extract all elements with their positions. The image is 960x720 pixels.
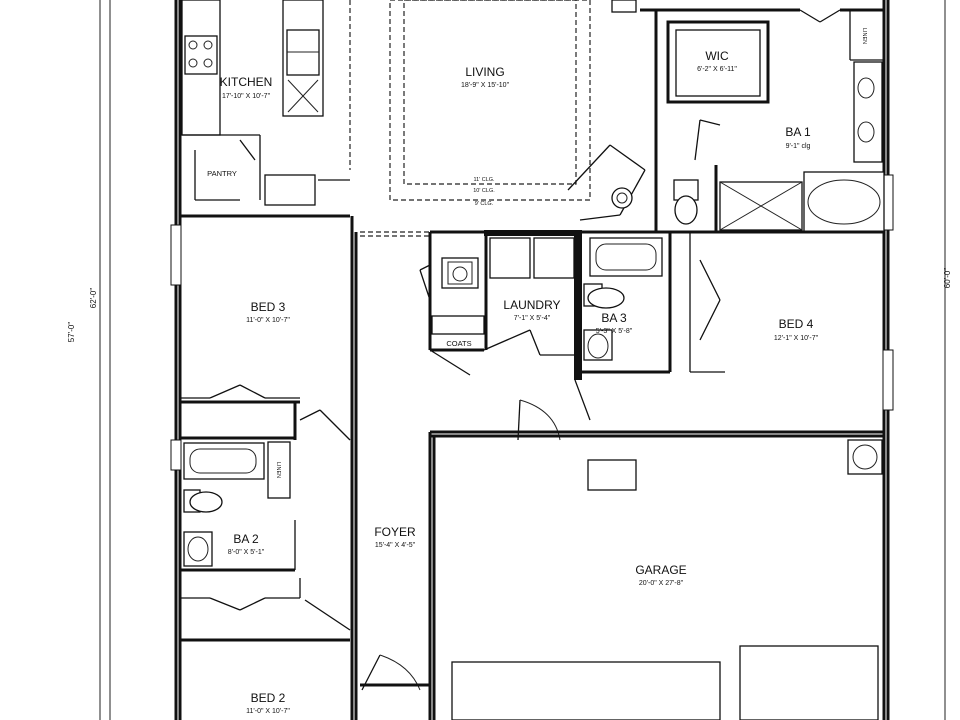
ba3-area xyxy=(574,232,725,421)
ba1-dims: 9'-1" clg xyxy=(786,143,811,150)
bed4-label: BED 4 xyxy=(779,317,814,331)
garage-dims: 20'-0" X 27'-8" xyxy=(639,580,684,587)
dim-inner-left: 62'-0" xyxy=(89,288,98,309)
linen2-label: LINEN xyxy=(275,462,281,478)
ba3-label: BA 3 xyxy=(601,311,627,325)
ba2-area xyxy=(180,436,351,642)
ba2-label: BA 2 xyxy=(233,532,259,546)
kitchen-dims: 17'-10" X 10'-7" xyxy=(222,93,271,100)
garage-label: GARAGE xyxy=(635,563,686,577)
bed3-label: BED 3 xyxy=(251,300,286,314)
linen1-label: LINEN xyxy=(861,28,867,44)
kitchen-area xyxy=(181,0,351,206)
bed3-dims: 11'-0" X 10'-7" xyxy=(246,317,290,324)
dim-right: 60'-0" xyxy=(943,268,952,289)
ceiling-11: 11' CLG. xyxy=(473,177,495,183)
dimension-lines xyxy=(99,0,946,720)
garage-area xyxy=(428,430,884,720)
wic-dims: 6'-2" X 6'-11" xyxy=(697,66,737,73)
foyer-label: FOYER xyxy=(374,525,416,539)
master-suite xyxy=(580,8,885,234)
bed3-area xyxy=(180,384,351,441)
laundry-label: LAUNDRY xyxy=(503,298,560,312)
dim-overall-left: 57'-0" xyxy=(67,322,76,343)
pantry-label: PANTRY xyxy=(207,169,237,178)
bed2-dims: 11'-0" X 10'-7" xyxy=(246,708,290,715)
foyer-dims: 15'-4" X 4'-5" xyxy=(375,542,416,549)
living-dims: 18'-9" X 15'-10" xyxy=(461,82,510,89)
ba1-label: BA 1 xyxy=(785,125,811,139)
living-label: LIVING xyxy=(465,65,504,79)
coats-label: COATS xyxy=(446,339,471,348)
laundry-area xyxy=(419,230,582,380)
wic-label: WIC xyxy=(705,49,729,63)
ceiling-10: 10' CLG. xyxy=(473,188,495,194)
bed4-dims: 12'-1" X 10'-7" xyxy=(774,335,819,342)
living-area xyxy=(360,0,646,237)
kitchen-label: KITCHEN xyxy=(220,75,273,89)
ceiling-9: 9' CLG. xyxy=(475,201,494,207)
bed2-label: BED 2 xyxy=(251,691,286,705)
ba3-dims: 5'-3" X 5'-8" xyxy=(596,328,633,335)
laundry-dims: 7'-1" X 5'-4" xyxy=(514,315,551,322)
ba2-dims: 8'-0" X 5'-1" xyxy=(228,549,265,556)
